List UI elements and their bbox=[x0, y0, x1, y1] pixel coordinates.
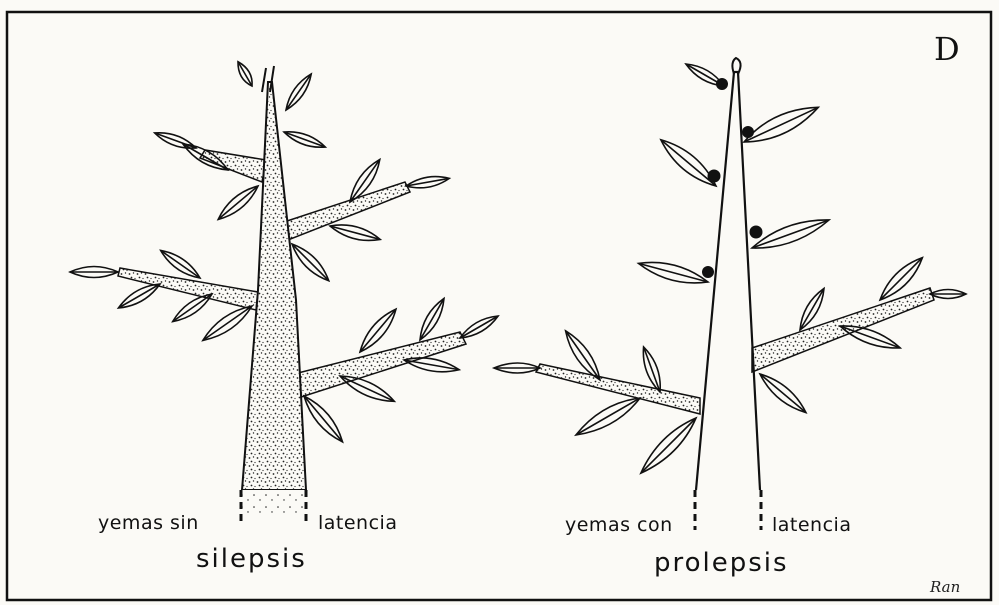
leaf bbox=[116, 279, 163, 313]
silepsis-bud-label-1: yemas sin bbox=[98, 512, 199, 534]
leaf bbox=[572, 392, 644, 442]
leaf bbox=[282, 127, 327, 151]
prolepsis-bud-label-1: yemas con bbox=[565, 514, 673, 536]
prolepsis-branch-left bbox=[536, 364, 700, 414]
leaf bbox=[199, 301, 256, 346]
leaf bbox=[637, 256, 710, 289]
silepsis-trunk-base bbox=[240, 490, 306, 518]
leaf bbox=[740, 99, 822, 150]
leaf bbox=[70, 267, 118, 278]
leaf bbox=[656, 134, 721, 193]
dormant-bud bbox=[742, 126, 754, 138]
prolepsis-bud-label-2: latencia bbox=[772, 514, 851, 536]
prolepsis-branch-right bbox=[752, 288, 934, 372]
leaf bbox=[214, 181, 262, 224]
dormant-bud bbox=[750, 226, 763, 239]
prolepsis-title: prolepsis bbox=[654, 548, 789, 578]
leaf bbox=[494, 363, 540, 373]
leaf bbox=[299, 392, 348, 446]
leaf bbox=[756, 369, 810, 418]
leaf bbox=[636, 413, 702, 479]
leaf bbox=[282, 71, 315, 113]
artist-signature: Ran bbox=[930, 578, 960, 596]
panel-letter: D bbox=[934, 30, 960, 68]
leaf bbox=[328, 220, 381, 245]
silepsis-trunk bbox=[242, 82, 306, 490]
silepsis-bud-label-2: latencia bbox=[318, 512, 397, 534]
leaf bbox=[405, 173, 450, 190]
silepsis-title: silepsis bbox=[196, 544, 307, 574]
leaf bbox=[458, 312, 501, 343]
prolepsis-tree bbox=[536, 58, 934, 490]
leaf bbox=[683, 60, 726, 91]
dormant-bud bbox=[702, 266, 714, 278]
leaf bbox=[930, 290, 966, 299]
leaf bbox=[234, 60, 256, 89]
